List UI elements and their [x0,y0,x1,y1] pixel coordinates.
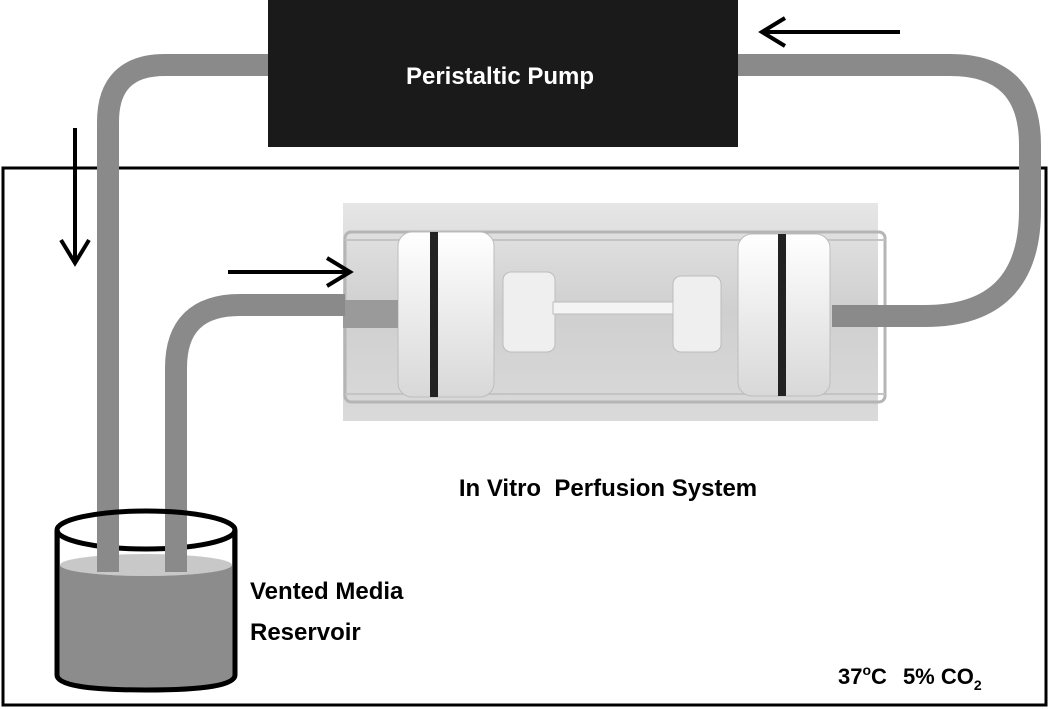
temperature-value: 37 [838,664,862,689]
conditions-label: 37oC 5% CO2 [838,662,982,693]
tube-pump-to-reservoir [97,54,268,570]
temperature-unit: C [871,664,887,689]
co2-subscript: 2 [974,677,982,693]
arrow-left-icon [758,16,900,48]
media-reservoir [54,508,238,693]
tube-chamber-to-pump [738,54,1041,327]
left-grip [397,231,495,398]
system-label: In Vitro Perfusion System [459,475,757,502]
incubator-box [1,166,1048,707]
arrow-right-icon [228,256,354,288]
co2-value: 5% CO [903,664,974,689]
flow-arrows [59,16,900,288]
peristaltic-pump [268,0,738,147]
temperature-superscript: o [862,662,871,678]
tubing [97,54,1041,570]
arrow-down-icon [59,128,91,267]
reservoir-label-line2: Reservoir [250,619,361,646]
specimen [552,301,676,315]
pump-label: Peristaltic Pump [406,63,594,90]
reservoir-label-line1: Vented Media [250,578,404,605]
tube-reservoir-to-chamber [165,294,345,570]
perfusion-chamber [343,203,887,421]
